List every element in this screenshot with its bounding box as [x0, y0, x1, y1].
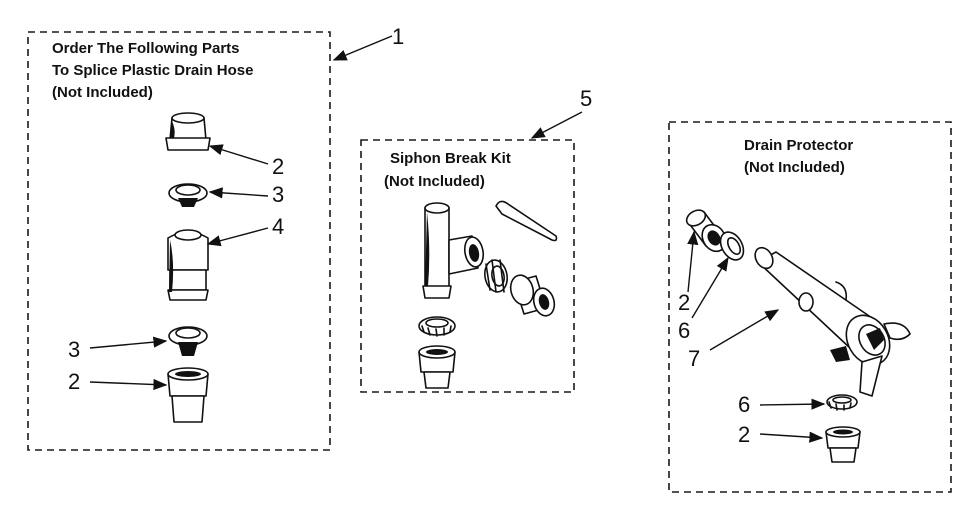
siphon-kit-ref-arrow [530, 111, 583, 139]
drain-coupling-lower [825, 426, 861, 463]
callout-coupling-bottom: 2 [68, 369, 80, 394]
clamp-ring-top [168, 183, 208, 207]
siphon-clamp-ring-lower [418, 316, 456, 337]
callout-drain-body: 7 [688, 346, 700, 371]
drain-protector-heading-1: Drain Protector [744, 137, 853, 154]
splice-kit-ref-arrow [332, 35, 393, 61]
drain-coupling-top [685, 209, 727, 253]
siphon-break-kit-group: Siphon Break Kit (Not Included) 5 [360, 86, 592, 393]
clamp-ring-bottom [168, 326, 208, 356]
drain-protector-box [668, 121, 952, 493]
siphon-tee-fitting [422, 202, 485, 299]
callout-drain-clamp-ring-lower: 6 [738, 392, 750, 417]
splice-kit-group: Order The Following Parts To Splice Plas… [27, 24, 404, 451]
splice-kit-box [27, 31, 331, 451]
callout-drain-clamp-ring: 6 [678, 318, 690, 343]
siphon-kit-heading-1: Siphon Break Kit [390, 150, 511, 167]
coupling-top [165, 112, 211, 151]
callout-drain-coupling-lower: 2 [738, 422, 750, 447]
drain-clamp-ring-lower [826, 394, 858, 411]
siphon-kit-heading-2: (Not Included) [384, 173, 485, 190]
splice-kit-heading-1: Order The Following Parts [52, 40, 240, 57]
siphon-break-kit-box [360, 139, 575, 393]
splice-kit-heading-3: (Not Included) [52, 84, 153, 101]
drain-protector-group: Drain Protector (Not Included) [668, 121, 952, 493]
splice-kit-heading-2: To Splice Plastic Drain Hose [52, 62, 253, 79]
siphon-lower-coupling [418, 345, 456, 389]
callout-drain-coupling: 2 [678, 290, 690, 315]
drain-protector-body [754, 246, 911, 397]
siphon-clip [495, 200, 558, 242]
callout-connector-tube: 4 [272, 214, 284, 239]
drain-clamp-ring-top [719, 231, 745, 261]
siphon-side-coupling [509, 274, 556, 317]
coupling-bottom [167, 367, 209, 423]
callout-coupling-top: 2 [272, 154, 284, 179]
callout-clamp-top: 3 [272, 182, 284, 207]
drain-protector-heading-2: (Not Included) [744, 159, 845, 176]
siphon-clamp-ring-side [484, 259, 508, 293]
splice-kit-ref-number: 1 [392, 24, 404, 49]
callout-clamp-bottom: 3 [68, 337, 80, 362]
siphon-kit-ref-number: 5 [580, 86, 592, 111]
connector-tube [167, 229, 209, 301]
